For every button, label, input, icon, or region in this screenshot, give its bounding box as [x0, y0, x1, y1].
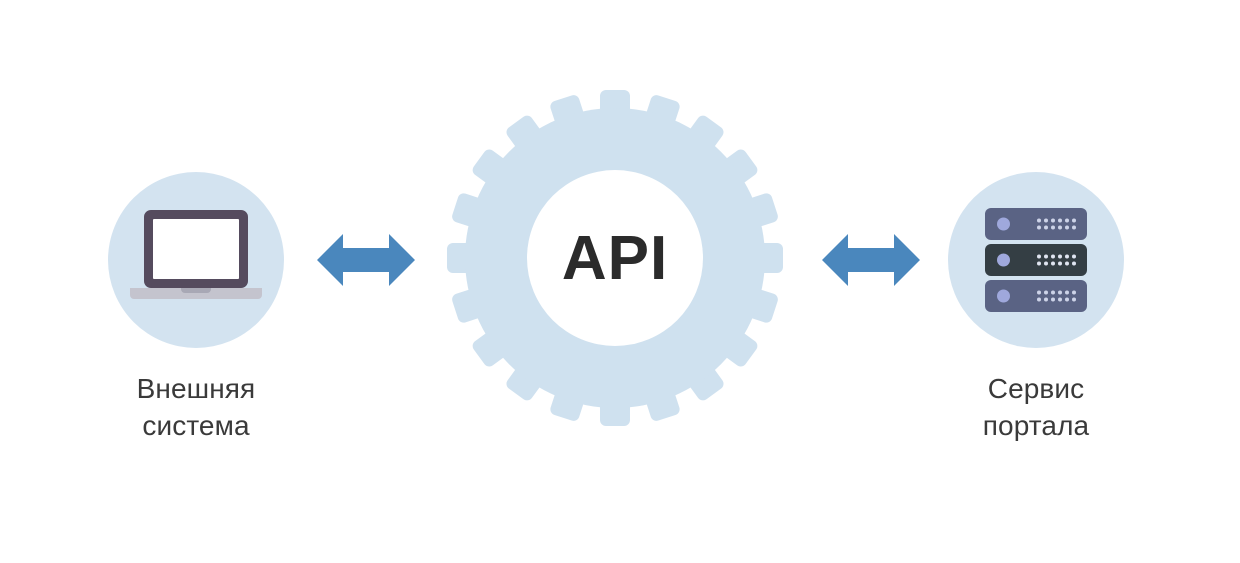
external-system-icon-circle [108, 172, 284, 348]
portal-service-label: Сервис портала [982, 373, 1090, 442]
server-vent-dots-bottom [1037, 290, 1076, 302]
double-arrow-icon-right [822, 231, 920, 289]
api-label: API [561, 223, 669, 293]
server-led-top [997, 217, 1010, 231]
server-vent-dots-middle [1037, 254, 1076, 266]
server-icon [985, 208, 1087, 312]
server-unit-top [985, 208, 1087, 240]
server-unit-bottom [985, 280, 1087, 312]
laptop-lid [144, 210, 248, 288]
portal-service-icon-circle [948, 172, 1124, 348]
server-led-bottom [997, 289, 1010, 303]
laptop-base [130, 288, 262, 299]
double-arrow-icon-left [317, 231, 415, 289]
server-led-middle [997, 253, 1010, 267]
external-system-label: Внешняя система [136, 373, 256, 442]
node-api-gear: API [443, 86, 787, 430]
laptop-trackpad-notch [181, 288, 211, 293]
node-portal-service: Сервис портала [941, 172, 1131, 444]
server-vent-dots-top [1037, 218, 1076, 230]
laptop-screen [153, 219, 239, 279]
server-unit-middle [985, 244, 1087, 276]
laptop-icon [130, 210, 262, 310]
gear-icon [447, 90, 783, 426]
node-external-system: Внешняя система [101, 172, 291, 444]
